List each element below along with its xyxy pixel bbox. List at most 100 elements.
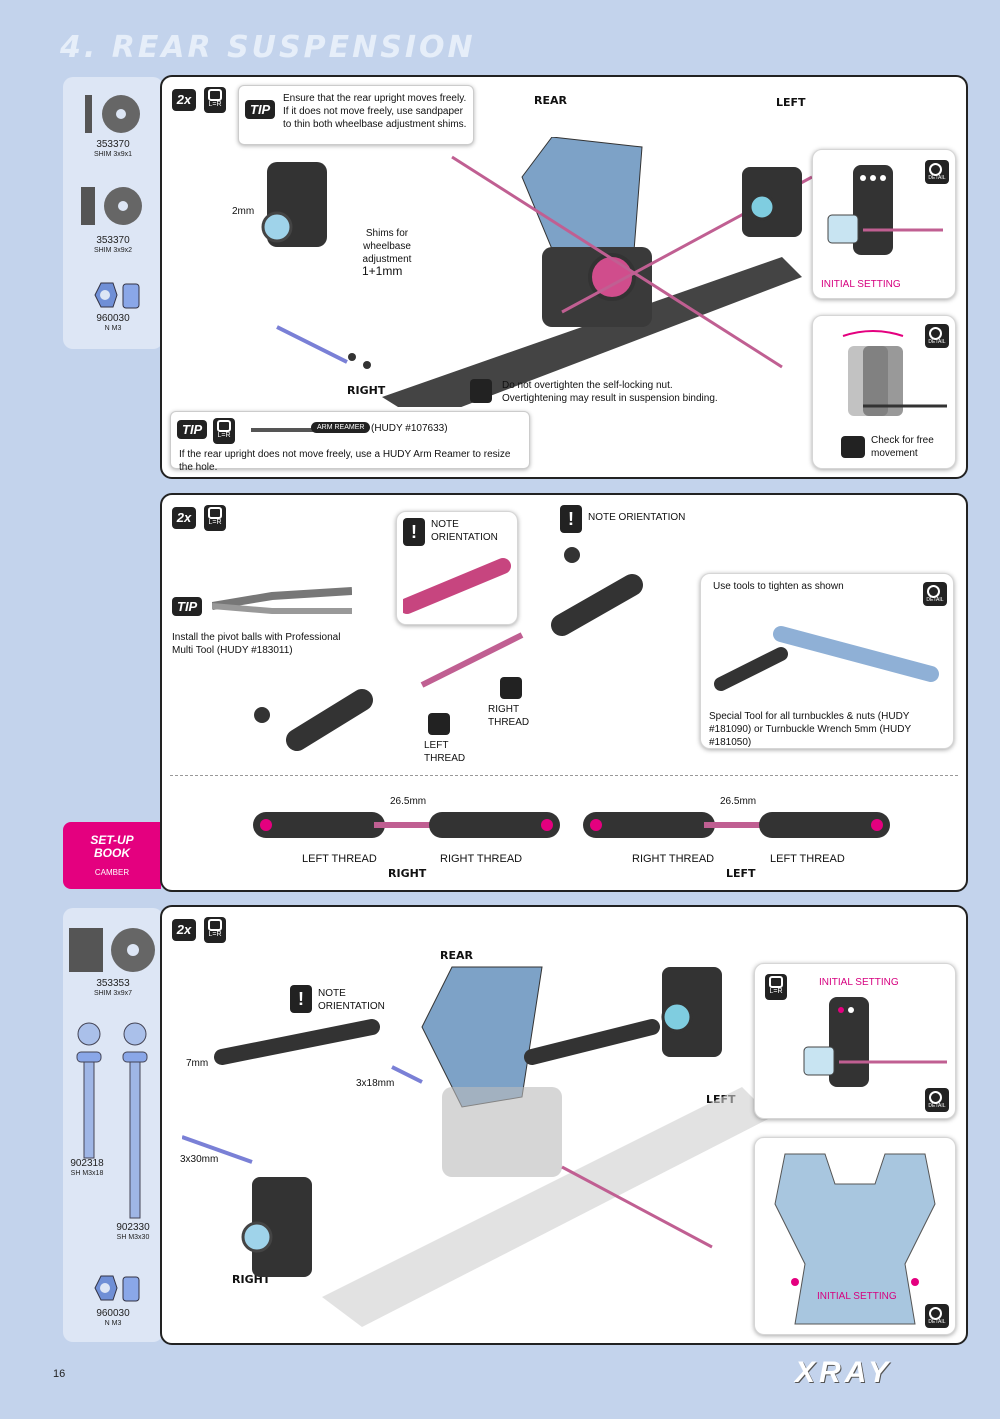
step-panel-1: 2x L=R TIP Ensure that the rear upright …: [160, 75, 968, 479]
quantity-badge: 2x: [172, 919, 196, 941]
part-desc: SHIM 3x9x7: [93, 990, 133, 997]
setup-book-sub: CAMBER: [94, 868, 130, 877]
tip-label: TIP: [245, 100, 276, 119]
rear-suspension-assembly-diagram: [261, 137, 813, 407]
part-code: 960030: [96, 1308, 130, 1319]
initial-setting-label: INITIAL SETTING: [817, 1291, 897, 1302]
left-thread-label: LEFT THREAD: [770, 853, 845, 865]
divider: [170, 775, 958, 776]
shim-2mm-label: 2mm: [232, 206, 255, 217]
part-code: 353370: [96, 139, 130, 150]
warning-icon: !: [560, 505, 582, 533]
shim-7mm-label: 7mm: [186, 1058, 209, 1069]
free-movement-illustration: [842, 330, 947, 416]
tip-text: Install the pivot balls with Professiona…: [172, 632, 341, 656]
right-thread-label: RIGHT THREAD: [488, 704, 530, 728]
nut-icon: [94, 282, 140, 309]
warning-icon: !: [403, 518, 425, 546]
right-label: RIGHT: [388, 867, 427, 880]
nut-warning: Do not overtighten the self-locking nut.…: [502, 380, 718, 404]
screw-3x18-label: 3x18mm: [356, 1078, 395, 1089]
detail-icon: DETAIL: [925, 1088, 949, 1112]
shim-icon: [81, 187, 142, 225]
shock-tower-illustration: [774, 1153, 936, 1325]
shims-value: 1+1mm: [362, 264, 403, 278]
note-label: NOTE ORIENTATION: [588, 512, 686, 523]
upright-detail-illustration: [827, 165, 943, 255]
detail-icon: DETAIL: [923, 582, 947, 606]
shim-icon: [85, 95, 140, 133]
part-desc: SH M3x18: [70, 1170, 104, 1177]
check-label: Check for free movement: [871, 435, 934, 459]
part-desc: N M3: [104, 325, 122, 332]
tools-title: Use tools to tighten as shown: [713, 581, 844, 592]
part-code: 902318: [70, 1158, 104, 1169]
lr-symmetric-icon: L=R: [204, 917, 226, 943]
screw-icon: [122, 1022, 148, 1219]
warning-icon: !: [290, 985, 312, 1013]
dimension-label: 26.5mm: [390, 796, 427, 807]
detail-icon: DETAIL: [925, 160, 949, 184]
detail-inset-free-movement: DETAIL Check for free movement: [812, 315, 956, 469]
part-desc: SHIM 3x9x1: [93, 151, 133, 158]
detail-icon: DETAIL: [925, 324, 949, 348]
part-desc: SH M3x30: [116, 1234, 150, 1241]
initial-setting-label: INITIAL SETTING: [819, 977, 899, 988]
shims-label: Shims for wheelbase adjustment: [362, 228, 412, 265]
page-title: 4. REAR SUSPENSION: [60, 30, 476, 65]
tip-label: TIP: [177, 420, 208, 439]
note-label: NOTE ORIENTATION: [431, 519, 498, 543]
right-thread-label: RIGHT THREAD: [440, 853, 523, 865]
rear-label: REAR: [440, 949, 473, 962]
reamer-tool-label: ARM REAMER: [311, 422, 371, 433]
tools-text: Special Tool for all turnbuckles & nuts …: [709, 711, 911, 748]
tip-text: If the rear upright does not move freely…: [179, 449, 511, 473]
oil-icon: [428, 713, 450, 735]
right-label: RIGHT: [347, 384, 386, 397]
multi-tool-illustration: [212, 587, 352, 614]
wrench-icon: [841, 436, 865, 458]
brand-logo: XRAY: [795, 1356, 893, 1389]
quantity-badge: 2x: [172, 89, 196, 111]
initial-setting-inset-2: INITIAL SETTING DETAIL: [754, 1137, 956, 1335]
tip-box-1: TIP Ensure that the rear upright moves f…: [238, 85, 474, 145]
lr-symmetric-icon: L=R: [765, 974, 787, 1000]
screw-3x30-label: 3x30mm: [180, 1154, 219, 1165]
detail-inset-initial-setting: DETAIL INITIAL SETTING: [812, 149, 956, 299]
page-number: 16: [53, 1368, 66, 1380]
wrench-icon: [470, 379, 492, 403]
camber-link-assembly-diagram: [182, 966, 772, 1327]
left-thread-label: LEFT THREAD: [302, 853, 377, 865]
left-label: LEFT: [776, 96, 806, 109]
quantity-badge: 2x: [172, 507, 196, 529]
tip-text: Ensure that the rear upright moves freel…: [283, 93, 467, 130]
part-code: 960030: [96, 313, 130, 324]
step-panel-3: 2x L=R REAR LEFT RIGHT ! NOTE ORIENTATIO…: [160, 905, 968, 1345]
tools-inset: Use tools to tighten as shown DETAIL Spe…: [700, 573, 954, 749]
arm-reamer-tool: [251, 428, 361, 432]
tip-label: TIP: [172, 597, 203, 616]
part-code: 902330: [116, 1222, 150, 1233]
note-orientation-inset: ! NOTE ORIENTATION: [396, 511, 518, 625]
rear-label: REAR: [534, 94, 567, 107]
part-desc: SHIM 3x9x2: [93, 247, 133, 254]
part-code: 353353: [96, 978, 130, 989]
lr-symmetric-icon: L=R: [213, 418, 235, 444]
screw-icon: [76, 1022, 102, 1159]
turnbuckle-length-diagram-left: [583, 812, 890, 838]
turnbuckle-assembly-diagram: [254, 547, 643, 751]
part-code: 353370: [96, 235, 130, 246]
right-thread-label: RIGHT THREAD: [632, 853, 715, 865]
note-label: NOTE ORIENTATION: [318, 988, 385, 1012]
turnbuckle-length-diagram-right: [253, 812, 560, 838]
part-desc: N M3: [104, 1320, 122, 1327]
nut-icon: [94, 1275, 140, 1302]
upright-detail-illustration: [803, 997, 947, 1087]
reamer-code: (HUDY #107633): [371, 423, 448, 434]
wrench-illustration: [714, 626, 939, 691]
left-thread-label: LEFT THREAD: [424, 740, 466, 764]
